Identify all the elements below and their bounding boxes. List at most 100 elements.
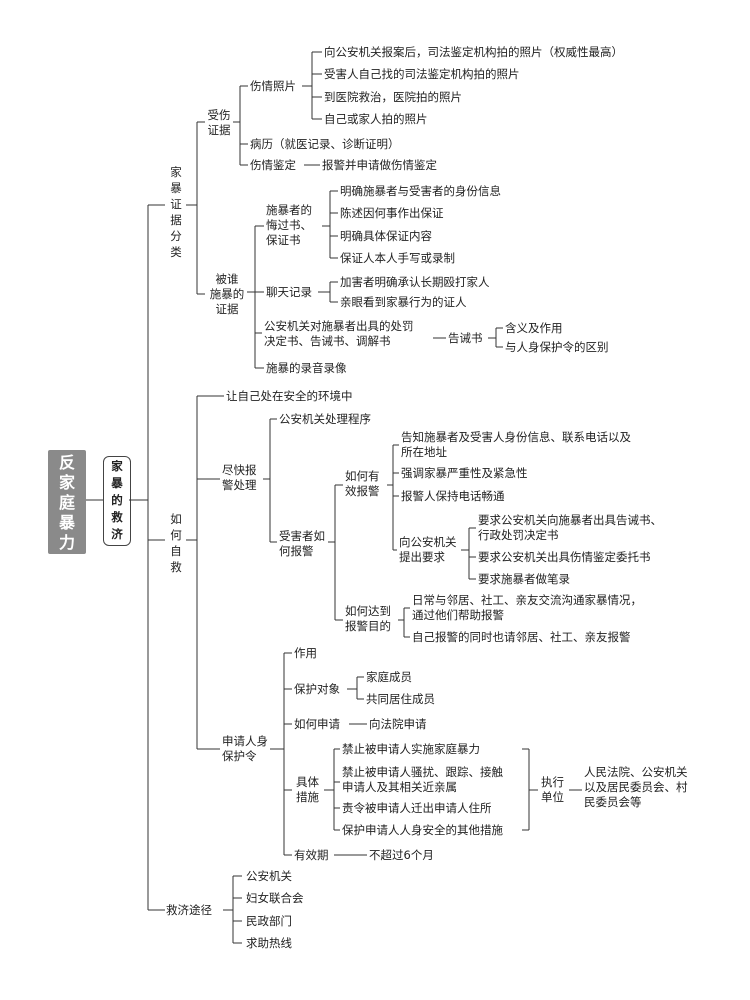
leaf: 禁止被申请人实施家庭暴力 (342, 742, 480, 756)
node-char: 自 (170, 544, 182, 558)
leaf: 要求公安机关出具伤情鉴定委托书 (478, 550, 651, 564)
node-self-rescue: 如 何 自 救 (170, 512, 182, 574)
leaf: 通过他们帮助报警 (412, 608, 504, 622)
sub-node: 家 暴 的 救 济 (103, 456, 131, 546)
leaf: 自己报警的同时也请邻居、社工、亲友报警 (412, 630, 631, 644)
node-call-police: 尽快报 (222, 463, 257, 477)
node-request-police: 提出要求 (399, 550, 445, 564)
node-executing-unit: 单位 (541, 790, 564, 804)
node-char: 分 (170, 229, 182, 243)
node-effective-report: 效报警 (345, 484, 380, 498)
leaf: 向公安机关报案后，司法鉴定机构拍的照片（权威性最高） (324, 45, 623, 59)
leaf: 报警并申请做伤情鉴定 (322, 158, 437, 172)
connectors (86, 51, 582, 944)
node-abuser-evidence: 施暴的 (210, 287, 245, 301)
leaf: 民政部门 (246, 914, 292, 928)
node-protection-order: 申请人身 (222, 734, 268, 748)
node-medical-record: 病历（就医记录、诊断证明） (250, 137, 400, 151)
node-protected-persons: 保护对象 (294, 682, 340, 696)
node-specific-measures: 措施 (296, 790, 319, 804)
leaf: 禁止被申请人骚扰、跟踪、接触 (342, 765, 503, 779)
node-police-decision: 公安机关对施暴者出具的处罚 (264, 319, 414, 333)
node-repentance-letter: 施暴者的 (266, 203, 312, 217)
node-evidence-category: 家 暴 证 据 分 类 (170, 165, 182, 259)
node-injury-photos: 伤情照片 (250, 79, 296, 93)
node-how-apply: 如何申请 (294, 717, 340, 731)
node-protection-order: 保护令 (222, 749, 257, 763)
node-call-police: 警处理 (222, 478, 257, 492)
leaf: 到医院救治，医院拍的照片 (324, 90, 462, 104)
leaf: 告知施暴者及受害人身份信息、联系电话以及 (401, 430, 631, 444)
leaf: 与人身保护令的区别 (505, 340, 609, 354)
node-validity: 有效期 (294, 848, 329, 862)
node-injury-evidence: 证据 (208, 123, 231, 137)
leaf: 申请人及其相关近亲属 (342, 780, 457, 794)
leaf: 人民法院、公安机关 (584, 765, 688, 779)
leaf: 不超过6个月 (369, 848, 434, 862)
root-char: 家 (58, 473, 75, 492)
node-relief-channels: 救济途径 (166, 903, 212, 917)
node-police-procedure: 公安机关处理程序 (279, 412, 371, 426)
leaf: 日常与邻居、社工、亲友交流沟通家暴情况， (412, 593, 642, 607)
node-audio-video: 施暴的录音录像 (266, 361, 347, 375)
leaf: 求助热线 (246, 936, 292, 950)
leaf: 民委员会等 (584, 795, 642, 809)
leaf: 受害人自己找的司法鉴定机构拍的照片 (324, 67, 520, 81)
leaf: 以及居民委员会、村 (584, 780, 688, 794)
node-char: 据 (170, 213, 182, 227)
leaf: 亲眼看到家暴行为的证人 (340, 295, 467, 309)
node-abuser-evidence: 证据 (216, 302, 239, 316)
sub-char: 济 (111, 527, 123, 541)
root-node: 反 家 庭 暴 力 (48, 450, 86, 554)
node-report-purpose: 报警目的 (345, 619, 391, 633)
sub-char: 的 (111, 493, 123, 507)
leaf: 行政处罚决定书 (478, 528, 559, 542)
leaf: 加害者明确承认长期殴打家人 (340, 275, 490, 289)
node-warning-letter: 告诫书 (448, 331, 483, 345)
node-char: 家 (170, 165, 182, 179)
node-char: 暴 (170, 181, 182, 195)
node-executing-unit: 执行 (541, 775, 564, 789)
root-char: 庭 (58, 493, 75, 512)
leaf: 向法院申请 (369, 717, 427, 731)
node-char: 如 (170, 512, 182, 526)
node-char: 何 (170, 528, 182, 542)
leaf: 自己或家人拍的照片 (324, 112, 428, 126)
leaf: 所在地址 (401, 445, 447, 459)
node-chat-records: 聊天记录 (266, 285, 312, 299)
leaf: 责令被申请人迁出申请人住所 (342, 801, 492, 815)
node-char: 救 (170, 560, 182, 574)
node-effective-report: 如何有 (345, 469, 380, 483)
node-report-purpose: 如何达到 (345, 604, 391, 618)
node-how-victim-report: 何报警 (279, 544, 314, 558)
node-repentance-letter: 保证书 (266, 233, 301, 247)
leaf: 公安机关 (246, 869, 292, 883)
node-injury-appraisal: 伤情鉴定 (250, 158, 296, 172)
node-request-police: 向公安机关 (399, 535, 457, 549)
node-abuser-evidence: 被谁 (216, 272, 239, 286)
sub-char: 暴 (111, 476, 123, 490)
sub-char: 救 (111, 510, 123, 524)
leaf: 保证人本人手写或录制 (340, 251, 455, 265)
node-how-victim-report: 受害者如 (279, 529, 325, 543)
node-repentance-letter: 悔过书、 (266, 218, 312, 232)
node-injury-evidence: 受伤 (208, 108, 231, 122)
leaf: 要求施暴者做笔录 (478, 572, 570, 586)
leaf: 报警人保持电话畅通 (401, 489, 505, 503)
root-char: 力 (58, 533, 75, 552)
leaf: 家庭成员 (366, 670, 412, 684)
node-safe-environment: 让自己处在安全的环境中 (226, 389, 353, 403)
leaf: 要求公安机关向施暴者出具告诫书、 (478, 513, 662, 527)
leaf: 强调家暴严重性及紧急性 (401, 466, 528, 480)
leaf: 明确施暴者与受害者的身份信息 (340, 184, 501, 198)
node-police-decision: 决定书、告诫书、调解书 (264, 334, 391, 348)
sub-char: 家 (111, 459, 123, 473)
leaf: 明确具体保证内容 (340, 229, 432, 243)
leaf: 妇女联合会 (246, 891, 304, 905)
node-specific-measures: 具体 (296, 775, 319, 789)
node-char: 类 (170, 245, 182, 259)
leaf: 共同居住成员 (366, 692, 435, 706)
node-char: 证 (170, 197, 182, 211)
root-char: 暴 (58, 513, 75, 532)
